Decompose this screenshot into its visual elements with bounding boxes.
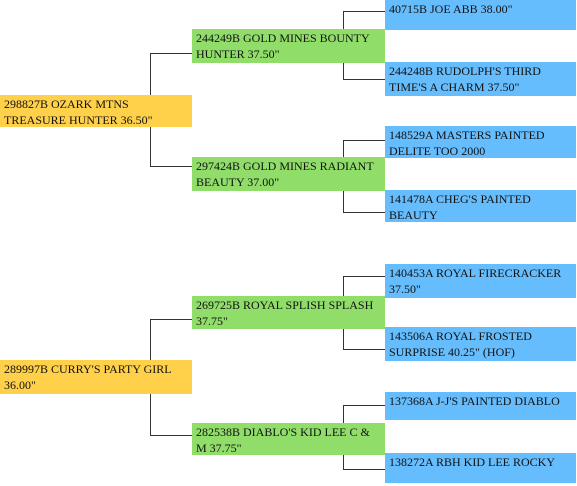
- pedigree-1-grandparent-2[interactable]: 244248B RUDOLPH'S THIRD TIME'S A CHARM 3…: [385, 62, 576, 96]
- connector-line: [343, 276, 385, 277]
- connector-line: [343, 79, 385, 80]
- pedigree-1-sire[interactable]: 298827B OZARK MTNS TREASURE HUNTER 36.50…: [0, 95, 192, 127]
- pedigree-2-grandparent-1[interactable]: 140453A ROYAL FIRECRACKER 37.50": [385, 264, 576, 298]
- connector-line: [343, 212, 385, 213]
- pedigree-1-parent-2[interactable]: 297424B GOLD MINES RADIANT BEAUTY 37.00": [192, 157, 385, 191]
- connector-line: [343, 140, 385, 141]
- connector-line: [343, 405, 385, 406]
- grandparent-name: 148529A MASTERS PAINTED DELITE TOO 2000: [389, 128, 545, 158]
- pedigree-2-parent-1[interactable]: 269725B ROYAL SPLISH SPLASH 37.75": [192, 296, 385, 329]
- grandparent-name: 40715B JOE ABB 38.00": [389, 2, 513, 16]
- parent-name: 282538B DIABLO'S KID LEE C & M 37.75": [196, 425, 370, 455]
- connector-line: [150, 53, 194, 54]
- connector-line: [150, 319, 194, 320]
- connector-line: [150, 166, 194, 167]
- sire-name: 289997B CURRY'S PARTY GIRL 36.00": [4, 362, 172, 392]
- grandparent-name: 140453A ROYAL FIRECRACKER 37.50": [389, 266, 562, 296]
- connector-line: [150, 435, 194, 436]
- parent-name: 297424B GOLD MINES RADIANT BEAUTY 37.00": [196, 159, 374, 189]
- grandparent-name: 244248B RUDOLPH'S THIRD TIME'S A CHARM 3…: [389, 64, 541, 94]
- pedigree-2-grandparent-3[interactable]: 137368A J-J'S PAINTED DIABLO: [385, 392, 576, 420]
- connector-line: [343, 349, 385, 350]
- grandparent-name: 138272A RBH KID LEE ROCKY: [389, 455, 556, 469]
- pedigree-1-grandparent-1[interactable]: 40715B JOE ABB 38.00": [385, 0, 576, 30]
- grandparent-name: 137368A J-J'S PAINTED DIABLO: [389, 394, 560, 408]
- pedigree-2-sire[interactable]: 289997B CURRY'S PARTY GIRL 36.00": [0, 360, 192, 394]
- parent-name: 269725B ROYAL SPLISH SPLASH 37.75": [196, 298, 374, 328]
- pedigree-2-grandparent-4[interactable]: 138272A RBH KID LEE ROCKY: [385, 453, 576, 483]
- parent-name: 244249B GOLD MINES BOUNTY HUNTER 37.50": [196, 31, 370, 61]
- pedigree-1-grandparent-4[interactable]: 141478A CHEG'S PAINTED BEAUTY: [385, 190, 576, 222]
- grandparent-name: 143506A ROYAL FROSTED SURPRISE 40.25" (H…: [389, 329, 532, 359]
- pedigree-2-parent-2[interactable]: 282538B DIABLO'S KID LEE C & M 37.75": [192, 423, 385, 455]
- pedigree-1-parent-1[interactable]: 244249B GOLD MINES BOUNTY HUNTER 37.50": [192, 29, 385, 63]
- grandparent-name: 141478A CHEG'S PAINTED BEAUTY: [389, 192, 531, 222]
- pedigree-2-grandparent-2[interactable]: 143506A ROYAL FROSTED SURPRISE 40.25" (H…: [385, 327, 576, 361]
- connector-line: [343, 11, 385, 12]
- sire-name: 298827B OZARK MTNS TREASURE HUNTER 36.50…: [4, 97, 153, 127]
- connector-line: [343, 469, 385, 470]
- pedigree-1-grandparent-3[interactable]: 148529A MASTERS PAINTED DELITE TOO 2000: [385, 126, 576, 158]
